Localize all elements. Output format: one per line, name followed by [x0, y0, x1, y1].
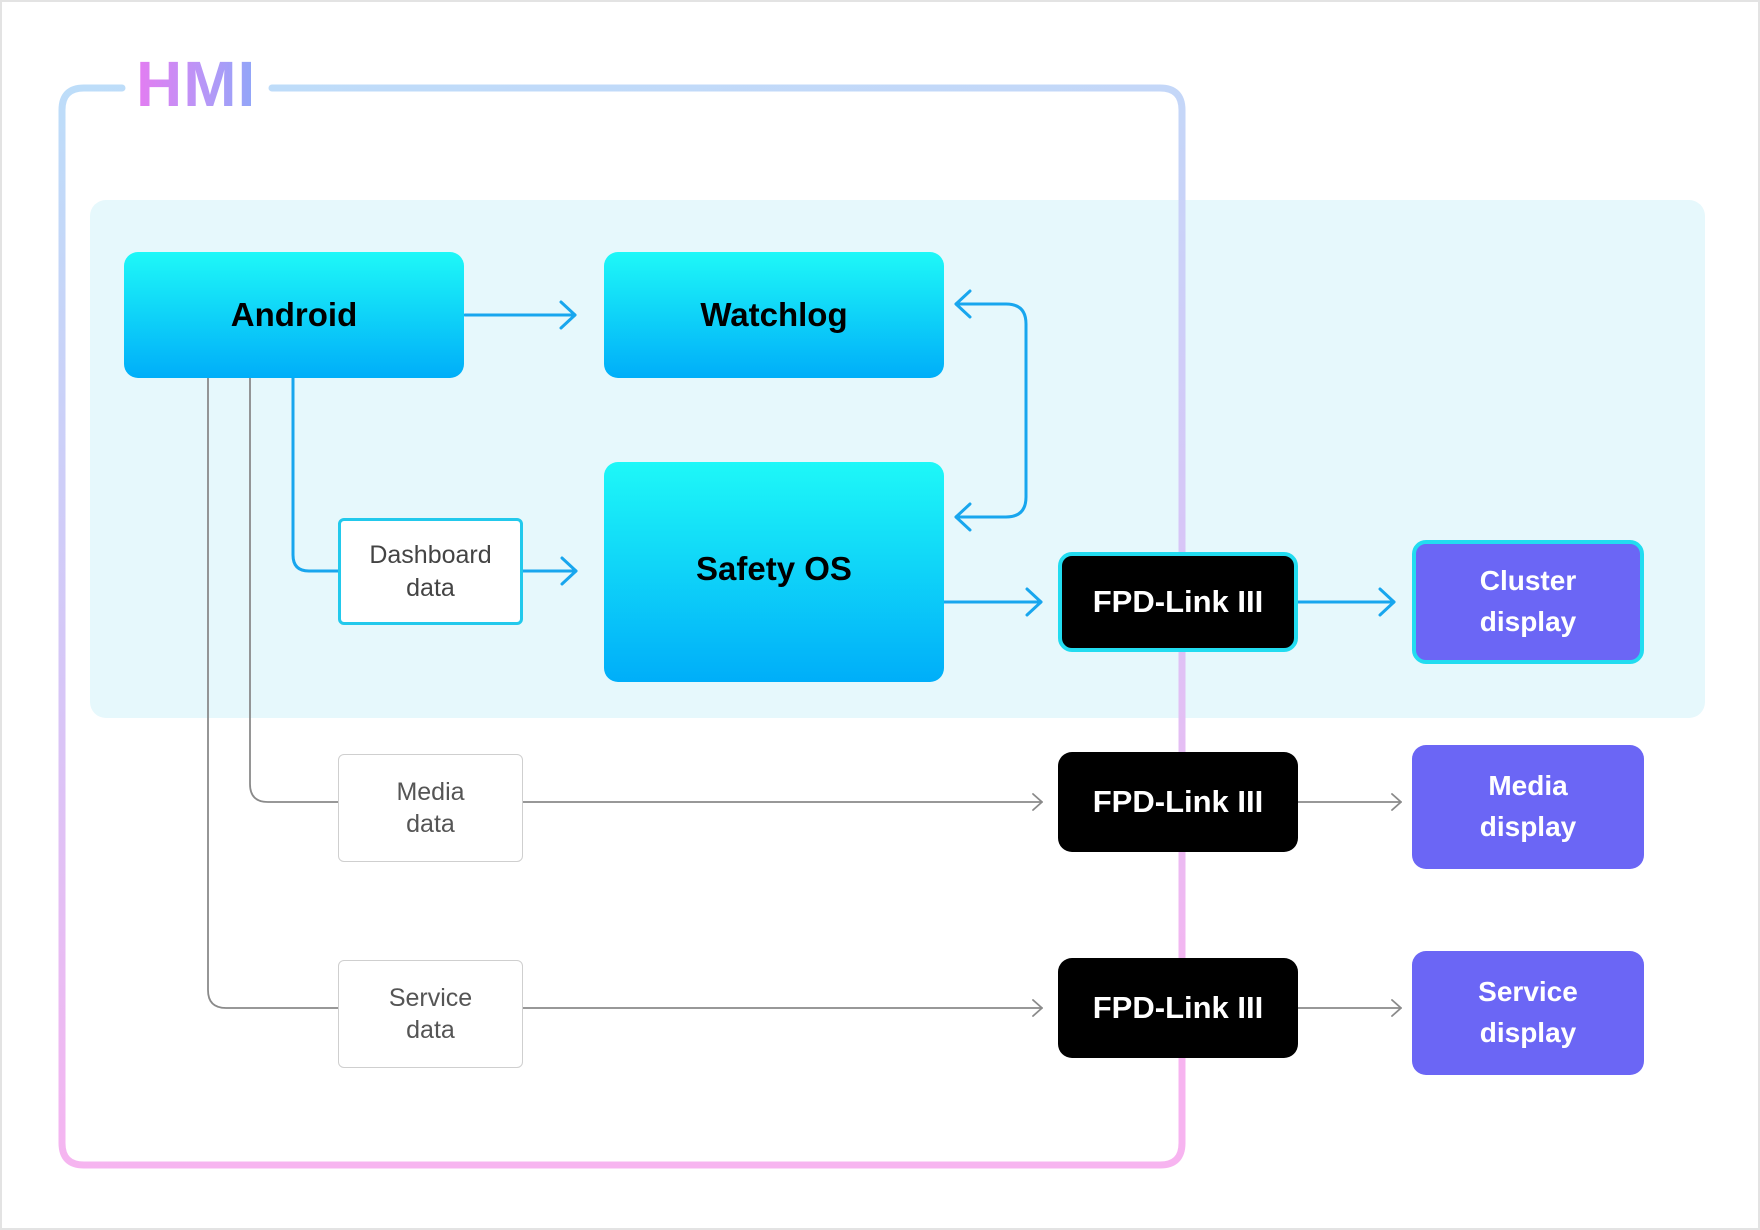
watchlog-node: Watchlog [604, 252, 944, 378]
edge-watchlog-safetyos-loop [954, 302, 1028, 519]
cluster-display-node: Cluster display [1412, 540, 1644, 664]
media-data-label: Media data [396, 777, 465, 839]
service-data-node: Service data [338, 960, 523, 1068]
fpd-link-node-3: FPD-Link III [1058, 958, 1298, 1058]
fpd-link-node-2: FPD-Link III [1058, 752, 1298, 852]
safety-os-label: Safety OS [696, 549, 852, 587]
dashboard-data-node: Dashboard data [338, 518, 523, 625]
arrowhead-watchlog-loop [954, 289, 972, 319]
service-data-label: Service data [388, 983, 473, 1045]
arrowhead-fpd3-in [1032, 999, 1043, 1017]
dashboard-data-label: Dashboard data [369, 541, 492, 602]
fpd-link-label-1: FPD-Link III [1092, 583, 1264, 619]
cluster-display-label: Cluster display [1479, 565, 1577, 637]
arrowhead-safetyos-loop [954, 502, 972, 532]
fpd-link-label-3: FPD-Link III [1092, 989, 1264, 1025]
hmi-group-boundary [58, 84, 1186, 1169]
edge-android-dashboard [291, 376, 342, 573]
arrowhead-service-display-in [1391, 999, 1402, 1017]
fpd-link-node-1: FPD-Link III [1058, 552, 1298, 652]
android-node: Android [124, 252, 464, 378]
arrowhead-safetyos-in [560, 556, 578, 586]
media-data-node: Media data [338, 754, 523, 862]
hmi-group-label: HMI [136, 48, 257, 120]
watchlog-label: Watchlog [700, 295, 848, 333]
safety-os-node: Safety OS [604, 462, 944, 682]
arrowhead-fpd1-in [1025, 587, 1043, 617]
media-display-label: Media display [1479, 770, 1577, 842]
service-display-node: Service display [1412, 951, 1644, 1075]
edge-android-service [207, 377, 339, 1009]
media-display-node: Media display [1412, 745, 1644, 869]
edge-android-media [249, 377, 339, 803]
service-display-label: Service display [1478, 976, 1578, 1048]
android-label: Android [230, 295, 358, 333]
fpd-link-label-2: FPD-Link III [1092, 783, 1264, 819]
arrowhead-cluster-in [1378, 587, 1396, 617]
arrowhead-media-display-in [1391, 793, 1402, 811]
arrowhead-fpd2-in [1032, 793, 1043, 811]
arrowhead-watchlog-in [559, 300, 577, 330]
